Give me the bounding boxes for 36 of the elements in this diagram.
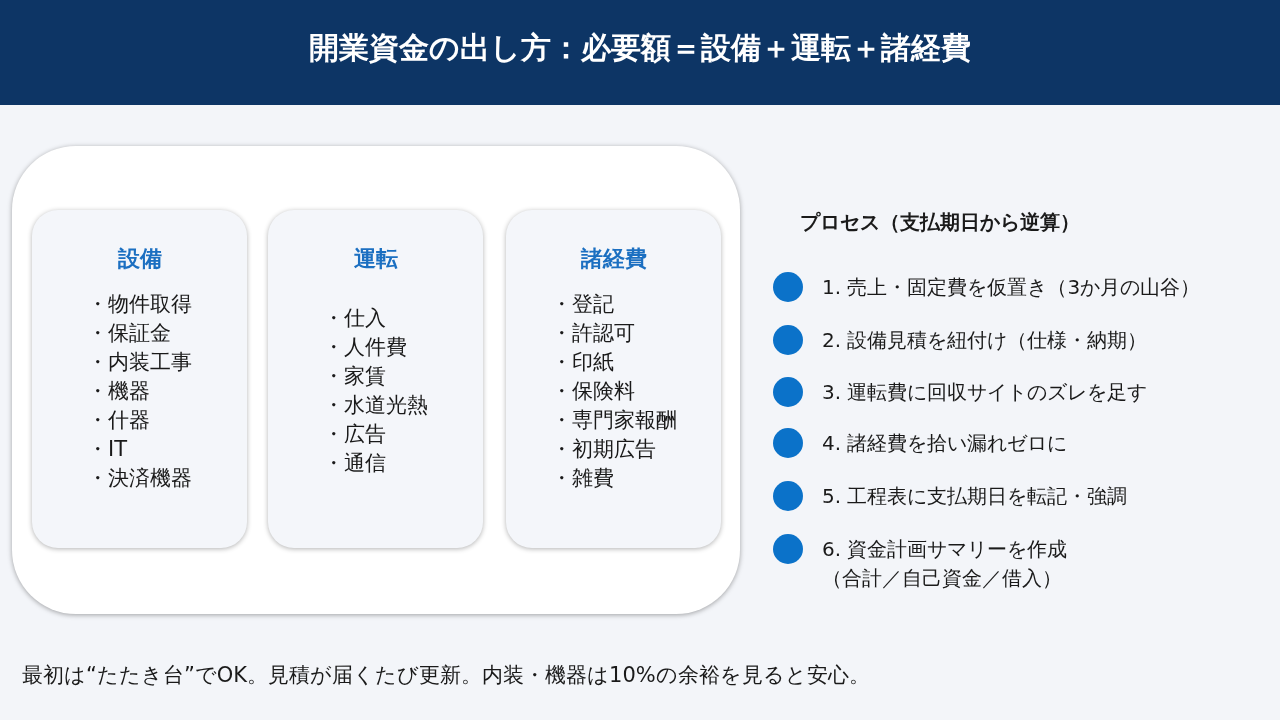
bullet-item: ・許認可: [550, 319, 636, 347]
bullet-item: ・専門家報酬: [550, 406, 677, 434]
step-text: 2. 設備見積を紐付け（仕様・納期）: [822, 327, 1148, 354]
bullet-item: ・保証金: [87, 319, 172, 347]
panel-background: [12, 146, 740, 614]
bullet-item: ・物件取得: [87, 290, 192, 318]
category-card: [506, 210, 721, 548]
bullet-item: ・印紙: [550, 348, 615, 376]
step-text: 4. 諸経費を拾い漏れゼロに: [822, 430, 1068, 457]
category-card: [32, 210, 247, 548]
bullet-item: ・機器: [87, 377, 151, 405]
step-text: 5. 工程表に支払期日を転記・強調: [822, 483, 1128, 510]
bullet-item: ・保険料: [550, 377, 636, 405]
card-heading: 運転: [353, 245, 398, 273]
bullet-item: ・水道光熱: [323, 392, 428, 419]
card-heading: 諸経費: [580, 245, 647, 273]
bullet-item: ・人件費: [323, 334, 408, 361]
step-text: 3. 運転費に回収サイトのズレを足す: [822, 379, 1148, 406]
bullet-item: ・家賃: [323, 363, 387, 390]
bullet-item: ・IT: [87, 435, 129, 463]
category-card: [268, 210, 483, 548]
card-heading: 設備: [117, 245, 162, 273]
bullet-item: ・通信: [323, 450, 387, 477]
bullet-item: ・初期広告: [550, 435, 657, 463]
bullet-item: ・内装工事: [87, 348, 192, 376]
step-text: 6. 資金計画サマリーを作成（合計／自己資金／借入）: [822, 536, 1069, 592]
footnote: 最初は“たたき台”でOK。見積が届くたび更新。内装・機器は10%の余裕を見ると安心。: [22, 662, 870, 689]
bullet-item: ・什器: [87, 406, 151, 434]
title: 開業資金の出し方：必要額＝設備＋運転＋諸経費: [308, 29, 972, 67]
bullet-item: ・広告: [323, 421, 387, 448]
bullet-item: ・決済機器: [87, 464, 192, 492]
bullet-item: ・雑費: [550, 464, 615, 492]
section-heading: プロセス（支払期日から逆算）: [800, 209, 1080, 236]
step-text: 1. 売上・固定費を仮置き（3か月の山谷）: [822, 274, 1201, 301]
bullet-item: ・登記: [550, 290, 615, 318]
bullet-item: ・仕入: [323, 305, 387, 332]
